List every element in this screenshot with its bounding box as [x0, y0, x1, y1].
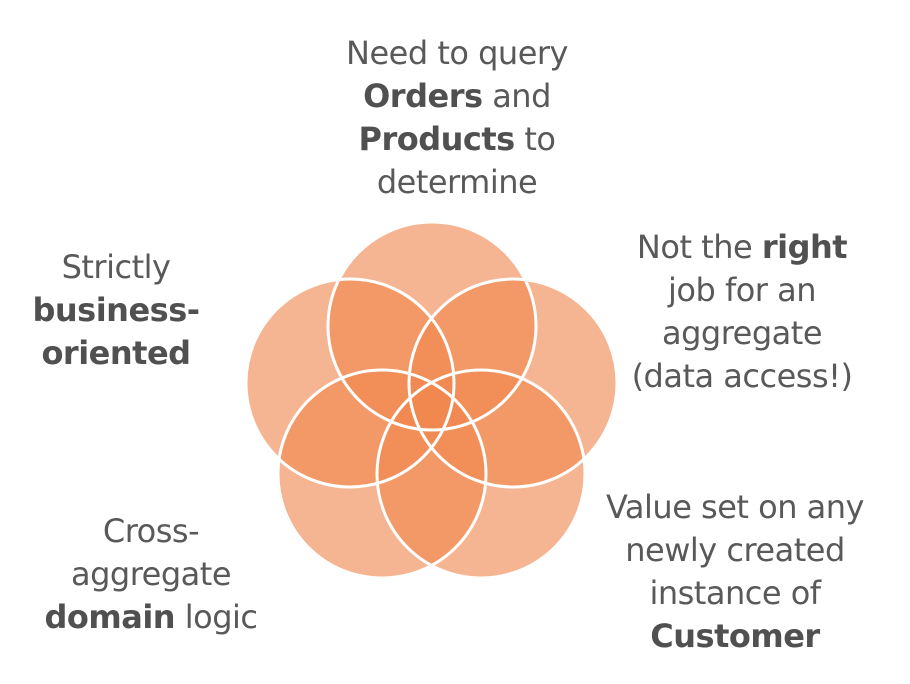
label-bold-text: Products: [358, 120, 515, 158]
label-left: Strictly business-oriented: [0, 246, 232, 375]
label-line: instance of: [590, 572, 880, 615]
label-bold-text: business-: [32, 291, 200, 329]
label-line: Cross-: [12, 510, 290, 553]
label-text: aggregate: [661, 314, 823, 352]
label-text: Cross-: [102, 512, 200, 550]
label-line: newly created: [590, 529, 880, 572]
label-line: aggregate: [12, 553, 290, 596]
label-bold-text: right: [761, 228, 848, 266]
label-text: Strictly: [61, 248, 171, 286]
label-line: Customer: [590, 615, 880, 658]
label-bottom-right: Value set on any newly created instance of…: [590, 486, 880, 658]
label-line: oriented: [0, 332, 232, 375]
label-line: (data access!): [612, 355, 872, 398]
label-text: job for an: [667, 271, 817, 309]
label-line: aggregate: [612, 312, 872, 355]
label-line: Products to: [282, 118, 632, 161]
label-text: Need to query: [346, 34, 568, 72]
circle-bottom-right: [377, 370, 585, 578]
label-text: (data access!): [631, 357, 853, 395]
label-text: aggregate: [70, 555, 232, 593]
label-text: Value set on any: [606, 488, 864, 526]
label-text: logic: [175, 598, 258, 636]
label-bold-text: domain: [44, 598, 176, 636]
circle-bottom-left-outline: [276, 368, 488, 580]
label-line: Strictly: [0, 246, 232, 289]
label-line: Need to query: [282, 32, 632, 75]
label-text: determine: [376, 163, 538, 201]
label-text: Not the: [636, 228, 762, 266]
label-line: Not the right: [612, 226, 872, 269]
label-text: instance of: [649, 574, 821, 612]
label-line: determine: [282, 161, 632, 204]
label-line: Value set on any: [590, 486, 880, 529]
circle-right-outline: [407, 277, 619, 489]
label-text: to: [514, 120, 556, 158]
circle-top-outline: [326, 220, 538, 432]
label-line: domain logic: [12, 596, 290, 639]
label-text: newly created: [625, 531, 845, 569]
label-line: job for an: [612, 269, 872, 312]
label-text: and: [482, 77, 551, 115]
label-line: Orders and: [282, 75, 632, 118]
label-bold-text: Orders: [363, 77, 483, 115]
circle-bottom-right-outline: [375, 368, 587, 580]
label-bold-text: oriented: [41, 334, 191, 372]
label-bold-text: Customer: [650, 617, 820, 655]
circle-left-outline: [244, 277, 456, 489]
label-line: business-: [0, 289, 232, 332]
